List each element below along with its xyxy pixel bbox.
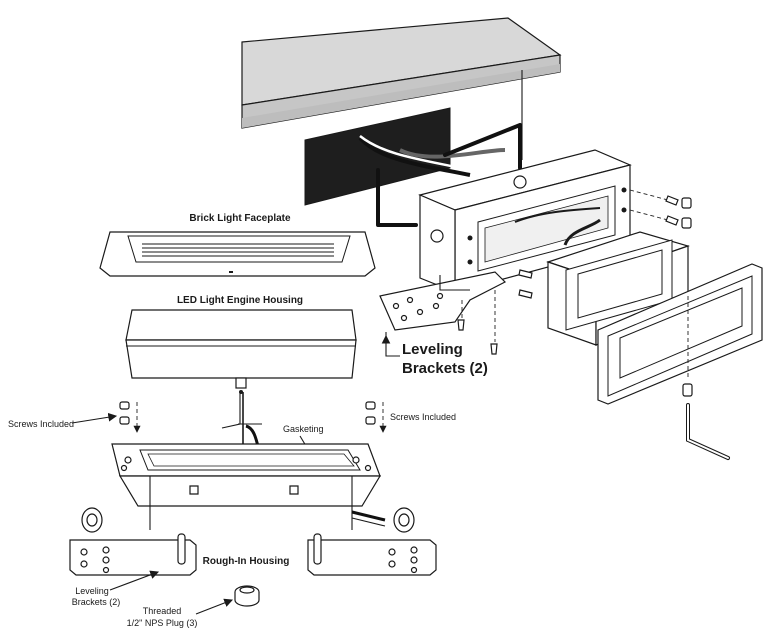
label-plug-1: Threaded — [143, 606, 182, 616]
hex-key-tool — [682, 296, 730, 460]
label-leveling-small-1: Leveling — [75, 586, 109, 596]
label-led-housing: LED Light Engine Housing — [177, 295, 303, 306]
label-roughin-housing: Rough-In Housing — [203, 556, 290, 567]
wall-illustration — [241, 17, 562, 227]
leveling-bracket-top — [379, 269, 533, 355]
label-leveling-big-2: Brackets (2) — [402, 360, 488, 377]
label-leveling-big-1: Leveling — [402, 341, 463, 358]
leveling-bracket-left — [69, 533, 197, 576]
threaded-knockout-left — [81, 507, 103, 533]
faceplate-right — [597, 263, 763, 405]
wall-junction-box — [418, 149, 632, 293]
rough-in-housing — [111, 443, 386, 530]
screws-left — [119, 401, 141, 433]
brick-light-faceplate — [99, 231, 376, 277]
threaded-knockout-right — [393, 507, 415, 533]
label-screws-right: Screws Included — [390, 412, 456, 422]
label-leveling-small-2: Brackets (2) — [72, 597, 121, 607]
junction-box-screws — [629, 189, 692, 229]
label-plug-2: 1/2" NPS Plug (3) — [127, 618, 198, 628]
label-gasketing: Gasketing — [283, 424, 324, 434]
leveling-bracket-right — [307, 533, 437, 576]
nps-plug — [234, 585, 260, 607]
led-light-engine-housing — [125, 309, 357, 480]
label-brick-faceplate: Brick Light Faceplate — [189, 213, 291, 224]
screws-right — [365, 401, 387, 433]
label-screws-left: Screws Included — [8, 419, 74, 429]
